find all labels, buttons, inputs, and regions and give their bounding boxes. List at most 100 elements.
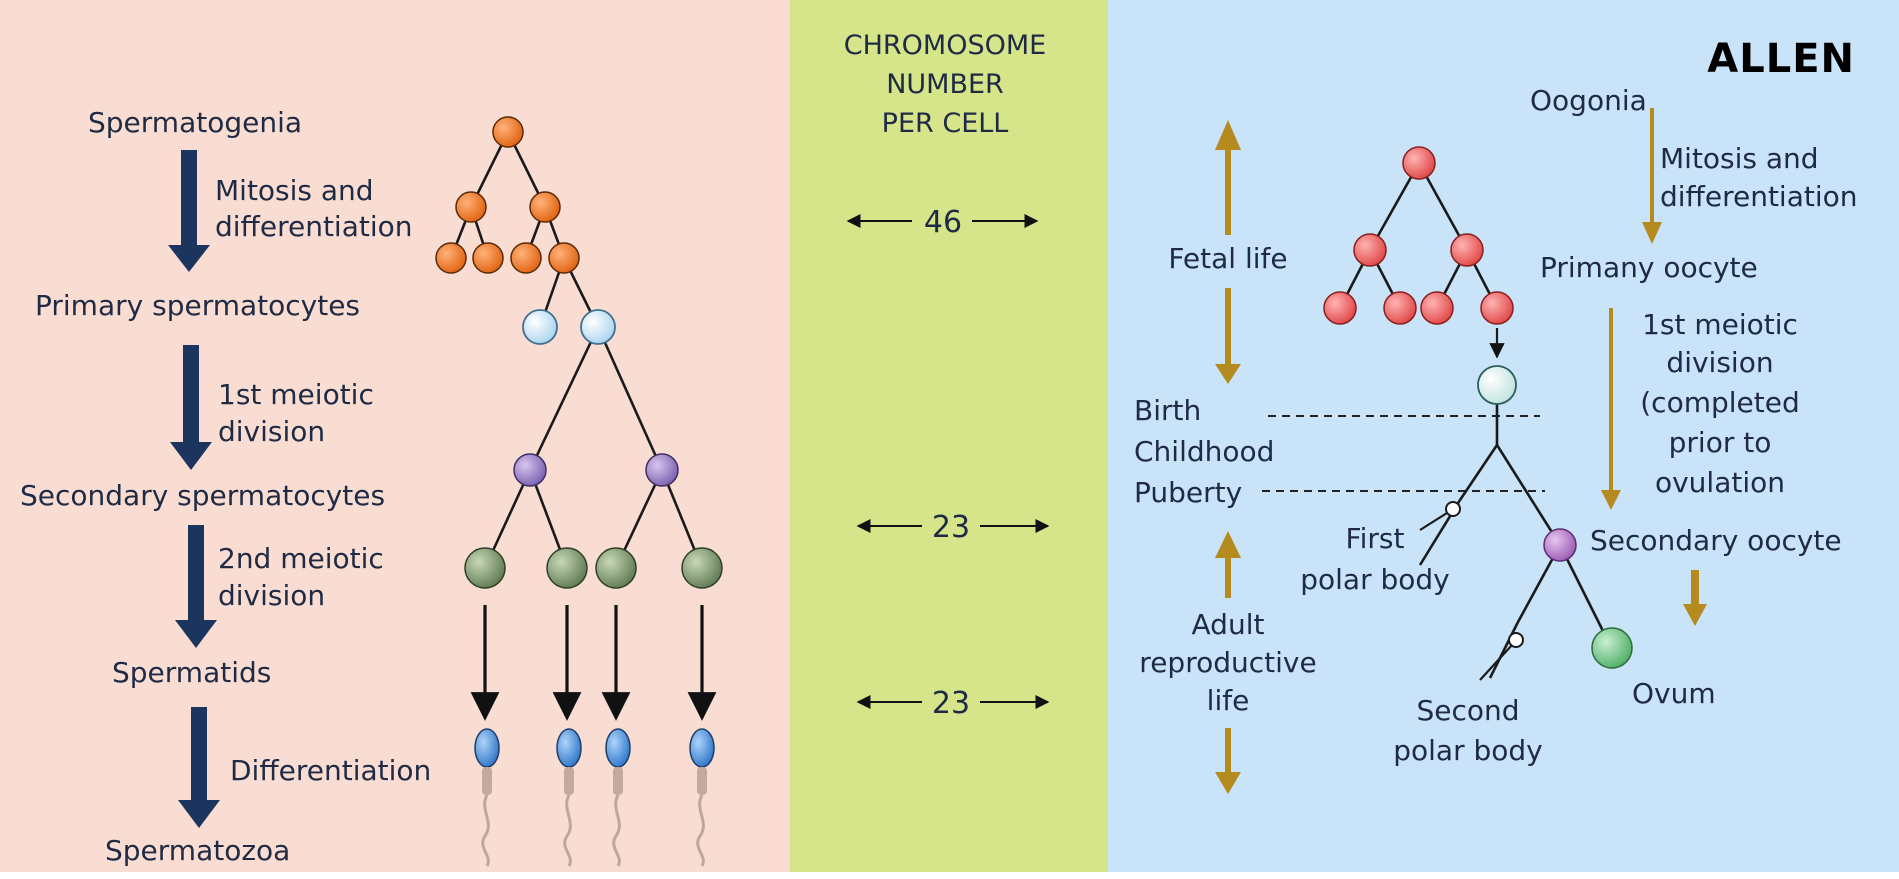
second-polar-body-line1: Second [1416, 694, 1519, 727]
spermatogonia-cell [529, 191, 561, 223]
secondary-spermatocyte-cell [645, 453, 679, 487]
process-mitosis-line1: Mitosis and [215, 174, 374, 207]
chromosome-arrows [846, 214, 1050, 709]
life-puberty: Puberty [1134, 476, 1242, 509]
adult-life-arrow-lower [1215, 728, 1241, 794]
spermatogonia-cell [472, 242, 504, 274]
chromosome-value-23-secondary: 23 [932, 510, 970, 545]
spermatogonia-cell [510, 242, 542, 274]
secondary-oocyte-down-arrow [1683, 570, 1707, 626]
time-boundaries [1262, 415, 1545, 492]
process-meiosis1-line4: prior to [1669, 426, 1772, 459]
process-mitosis-line2: differentiation [215, 210, 413, 243]
second-polar-body-line2: polar body [1393, 734, 1543, 767]
first-polar-body-cell [1445, 501, 1461, 517]
process-mitosis-line2: differentiation [1660, 180, 1858, 213]
life-stage-labels: Fetal life Birth Childhood Puberty Adult… [1134, 242, 1317, 717]
navy-arrow-differentiation [178, 707, 220, 828]
spermatid-cell [681, 547, 723, 589]
process-meiosis1-line2: division [218, 415, 325, 448]
fetal-life-arrow [1215, 120, 1241, 235]
spermatozoon [474, 728, 500, 867]
life-birth: Birth [1134, 394, 1201, 427]
chromosome-header: CHROMOSOME NUMBER PER CELL [844, 30, 1046, 139]
first-polar-body-line2: polar body [1300, 563, 1450, 596]
navy-arrow-meiosis1 [170, 345, 212, 470]
process-meiosis1-line2: division [1666, 346, 1773, 379]
stage-spermatogenia: Spermatogenia [88, 106, 302, 139]
spermatozoa [474, 728, 715, 867]
secondary-spermatocyte-cells [513, 453, 679, 487]
navy-arrow-meiosis2 [175, 525, 217, 648]
life-adult-line1: Adult [1192, 608, 1265, 641]
navy-arrow-mitosis [168, 150, 210, 272]
oogonia-cell [1353, 233, 1387, 267]
first-polar-body-line1: First [1346, 522, 1405, 555]
spermatogenesis-panel [0, 0, 790, 879]
oogonia-cell [1323, 291, 1357, 325]
chromosome-header-line2: NUMBER [886, 69, 1004, 100]
spermatozoon [556, 728, 582, 867]
bottom-strip [0, 872, 1899, 879]
spermatid-cell [464, 547, 506, 589]
chromosome-panel [790, 0, 1108, 879]
primary-spermatocyte-cell [580, 309, 616, 345]
oogonia-cell [1480, 291, 1514, 325]
spermatogonia-cell [548, 242, 580, 274]
spermatid-cells [464, 547, 723, 589]
life-adult-line3: life [1207, 684, 1250, 717]
spermatogonia-cell [455, 191, 487, 223]
life-fetal: Fetal life [1168, 242, 1287, 275]
process-meiosis1-line5: ovulation [1655, 466, 1785, 499]
oogenesis-labels: Oogonia Mitosis and differentiation Prim… [1300, 84, 1857, 767]
process-meiosis1-line3: (completed [1640, 386, 1799, 419]
oogenesis-panel [1108, 0, 1899, 879]
stage-primary-spermatocytes: Primary spermatocytes [35, 289, 360, 322]
oogonia-cell [1420, 291, 1454, 325]
spermatozoon [689, 728, 715, 867]
stage-spermatids: Spermatids [112, 656, 271, 689]
secondary-oocyte-cell [1543, 528, 1577, 562]
life-adult-line2: reproductive [1139, 646, 1316, 679]
secondary-spermatocyte-cell [513, 453, 547, 487]
oogonia-cell [1383, 291, 1417, 325]
process-meiosis1-line1: 1st meiotic [218, 378, 374, 411]
stage-secondary-oocyte: Secondary oocyte [1590, 524, 1842, 557]
oogonia-cell [1450, 233, 1484, 267]
stage-oogonia: Oogonia [1530, 84, 1647, 117]
stage-ovum: Ovum [1632, 677, 1716, 710]
polar-body-pointers [1419, 512, 1513, 681]
chromosome-header-line1: CHROMOSOME [844, 30, 1046, 61]
spermatogonia-cell [492, 116, 524, 148]
oogonia-cells [1323, 146, 1514, 325]
spermatogenesis-labels: Spermatogenia Primary spermatocytes Seco… [20, 106, 431, 867]
fetal-life-arrow-lower [1215, 288, 1241, 384]
process-differentiation: Differentiation [230, 754, 431, 787]
chromosome-value-23-gametes: 23 [932, 686, 970, 721]
stage-secondary-spermatocytes: Secondary spermatocytes [20, 479, 385, 512]
oogonia-cell [1402, 146, 1436, 180]
process-meiosis1-line1: 1st meiotic [1642, 308, 1798, 341]
chromosome-header-line3: PER CELL [882, 108, 1009, 139]
ovum-cell [1591, 627, 1633, 669]
navy-process-arrows [168, 150, 220, 828]
spermatid-cell [595, 547, 637, 589]
life-timeline-arrows [1215, 108, 1707, 794]
primary-oocyte-cell [1477, 365, 1517, 405]
spermiogenesis-arrows [470, 605, 717, 721]
primary-spermatocyte-cells [522, 309, 616, 345]
stage-primary-oocyte: Primany oocyte [1540, 251, 1758, 284]
spermatogonia-cell [435, 242, 467, 274]
meiosis1-process-arrow [1601, 308, 1621, 510]
primary-spermatocyte-cell [522, 309, 558, 345]
life-childhood: Childhood [1134, 435, 1274, 468]
mitosis-process-arrow [1642, 108, 1662, 244]
process-mitosis-line1: Mitosis and [1660, 142, 1819, 175]
spermatid-cell [546, 547, 588, 589]
second-polar-body-cell [1508, 632, 1524, 648]
stage-spermatozoa: Spermatozoa [105, 834, 290, 867]
process-meiosis2-line1: 2nd meiotic [218, 542, 384, 575]
spermatogonia-cells [435, 116, 580, 274]
